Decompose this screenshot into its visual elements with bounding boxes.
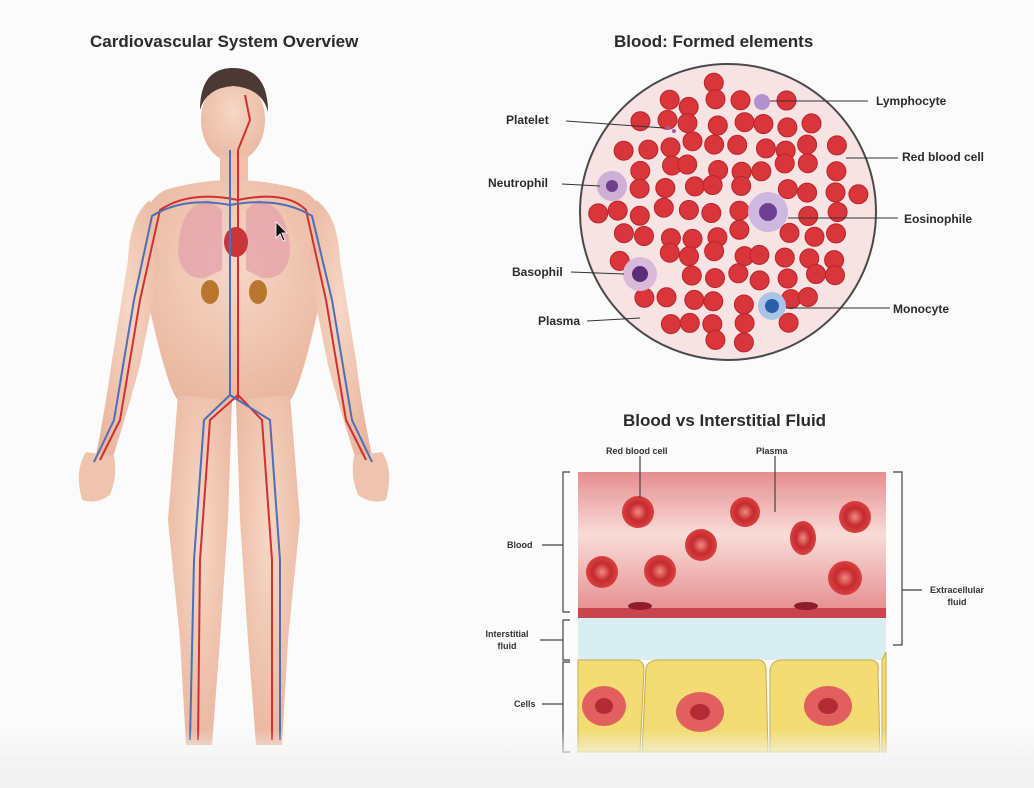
- red-blood-cell: [659, 242, 680, 263]
- vessel-wall: [578, 608, 886, 618]
- red-blood-cell: [826, 161, 847, 182]
- fluid-diagram-brackets: [540, 456, 922, 753]
- red-blood-cell: [727, 134, 748, 155]
- red-blood-cell: [825, 182, 846, 203]
- platelet-dot: [666, 126, 670, 130]
- red-blood-cell: [774, 247, 795, 268]
- red-blood-cell: [681, 265, 702, 286]
- red-blood-cell: [678, 200, 699, 220]
- vessel-plasma-label: Plasma: [756, 446, 788, 456]
- red-blood-cell: [730, 90, 751, 111]
- red-blood-cell: [707, 115, 728, 136]
- red-blood-cell: [777, 179, 798, 200]
- platelet-label: Platelet: [506, 113, 549, 127]
- red-blood-cell: [827, 202, 848, 222]
- vessel-rbc-label: Red blood cell: [606, 446, 668, 456]
- red-blood-cell: [679, 246, 699, 267]
- body-diagram-title: Cardiovascular System Overview: [90, 32, 359, 51]
- red-blood-cell: [753, 114, 774, 134]
- red-blood-cell: [749, 244, 770, 265]
- red-blood-cell: [826, 223, 846, 244]
- monocyte-label: Monocyte: [893, 302, 950, 316]
- lymphocyte-label: Lymphocyte: [876, 94, 947, 108]
- red-blood-cell: [755, 138, 776, 159]
- interstitial-fluid-label: Interstitial fluid: [485, 629, 529, 651]
- lungs: [178, 200, 290, 279]
- red-blood-cell: [629, 205, 650, 226]
- formed-elements-title: Blood: Formed elements: [614, 32, 814, 51]
- red-blood-cell: [653, 197, 674, 218]
- red-blood-cell: [797, 182, 818, 203]
- red-blood-cell: [656, 287, 677, 308]
- red-blood-cell: [729, 219, 750, 240]
- red-blood-cell: [705, 268, 725, 289]
- red-blood-cell: [797, 153, 818, 174]
- red-blood-cell: [629, 178, 650, 199]
- red-blood-cell: [677, 154, 698, 175]
- red-blood-cell: [733, 332, 754, 353]
- red-blood-cell: [634, 226, 654, 246]
- red-blood-cell: [613, 223, 634, 244]
- fluid-diagram-title: Blood vs Interstitial Fluid: [623, 411, 827, 430]
- red-blood-cell: [607, 200, 628, 221]
- basophil-label: Basophil: [512, 265, 563, 279]
- red-blood-cells: [588, 72, 869, 353]
- red-blood-cell: [659, 89, 680, 110]
- red-blood-cell: [701, 203, 722, 223]
- interstitial-fluid-area: [578, 618, 886, 660]
- red-blood-cell: [655, 178, 676, 198]
- red-blood-cell: [749, 270, 770, 291]
- tissue-cells: [577, 651, 887, 753]
- red-blood-cell: [704, 134, 725, 155]
- cursor-icon: [275, 221, 288, 242]
- red-blood-cell: [804, 226, 825, 247]
- lymphocyte-cell: [754, 94, 770, 110]
- red-blood-cell: [848, 184, 869, 205]
- red-blood-cell: [728, 263, 749, 284]
- red-blood-cell: [731, 175, 752, 196]
- bottom-fade: [0, 730, 1034, 788]
- vessel-red-blood-cells: [586, 496, 871, 595]
- red-blood-cell: [704, 241, 725, 262]
- plasma-label: Plasma: [538, 314, 581, 328]
- red-blood-cell: [682, 131, 703, 152]
- red-blood-cell: [705, 89, 726, 110]
- red-blood-cell: [703, 291, 724, 312]
- veins: [93, 150, 373, 741]
- formed-elements-leader-lines: [561, 100, 898, 322]
- red-blood-cell: [638, 139, 659, 160]
- red-blood-cell: [705, 329, 726, 350]
- red-blood-cell: [702, 175, 723, 195]
- neutrophil-label: Neutrophil: [488, 176, 548, 190]
- red-blood-cell-label: Red blood cell: [902, 150, 985, 164]
- red-blood-cell: [679, 312, 700, 333]
- red-blood-cell: [613, 140, 634, 161]
- red-blood-cell: [797, 287, 818, 308]
- red-blood-cell: [779, 222, 800, 243]
- red-blood-cell: [826, 135, 847, 156]
- red-blood-cell: [588, 203, 609, 224]
- red-blood-cell: [751, 161, 772, 182]
- red-blood-cell: [774, 153, 795, 174]
- extracellular-fluid-label: Extracellular fluid: [929, 585, 985, 607]
- kidneys: [201, 280, 267, 304]
- blood-label: Blood: [507, 540, 533, 550]
- white-blood-cells: [597, 94, 788, 320]
- red-blood-cell: [777, 117, 798, 138]
- red-blood-cell: [798, 206, 819, 226]
- red-blood-cell: [825, 265, 845, 286]
- red-blood-cell: [777, 268, 798, 289]
- red-blood-cell: [801, 113, 822, 134]
- eosinophile-label: Eosinophile: [904, 212, 973, 226]
- red-blood-cell: [778, 312, 799, 333]
- cells-label: Cells: [514, 699, 536, 709]
